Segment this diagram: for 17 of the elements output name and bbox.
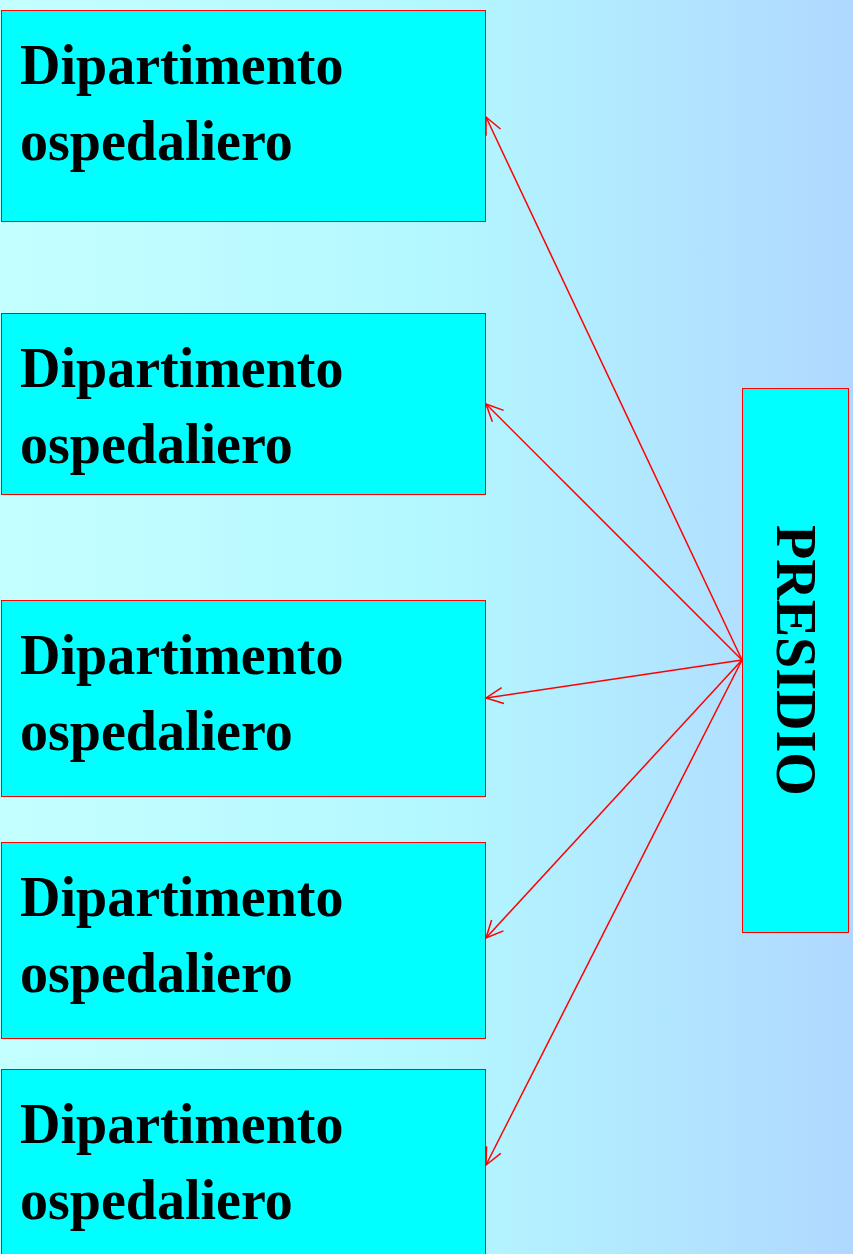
arrow [485,116,743,661]
box-label: PRESIDIO [763,525,828,796]
box-label: Dipartimento ospedaliero [20,1092,345,1233]
arrow [485,659,743,1166]
arrow [485,659,743,939]
department-box [1,313,486,495]
department-box [1,842,486,1039]
arrow [485,659,743,705]
box-label: Dipartimento ospedaliero [20,33,345,174]
department-box [1,600,486,797]
department-box [1,1069,486,1254]
box-label: Dipartimento ospedaliero [20,865,345,1006]
box-label: Dipartimento ospedaliero [20,336,345,477]
arrow [485,403,743,661]
department-box [1,10,486,222]
box-label: Dipartimento ospedaliero [20,623,345,764]
presidio-box [742,388,849,933]
